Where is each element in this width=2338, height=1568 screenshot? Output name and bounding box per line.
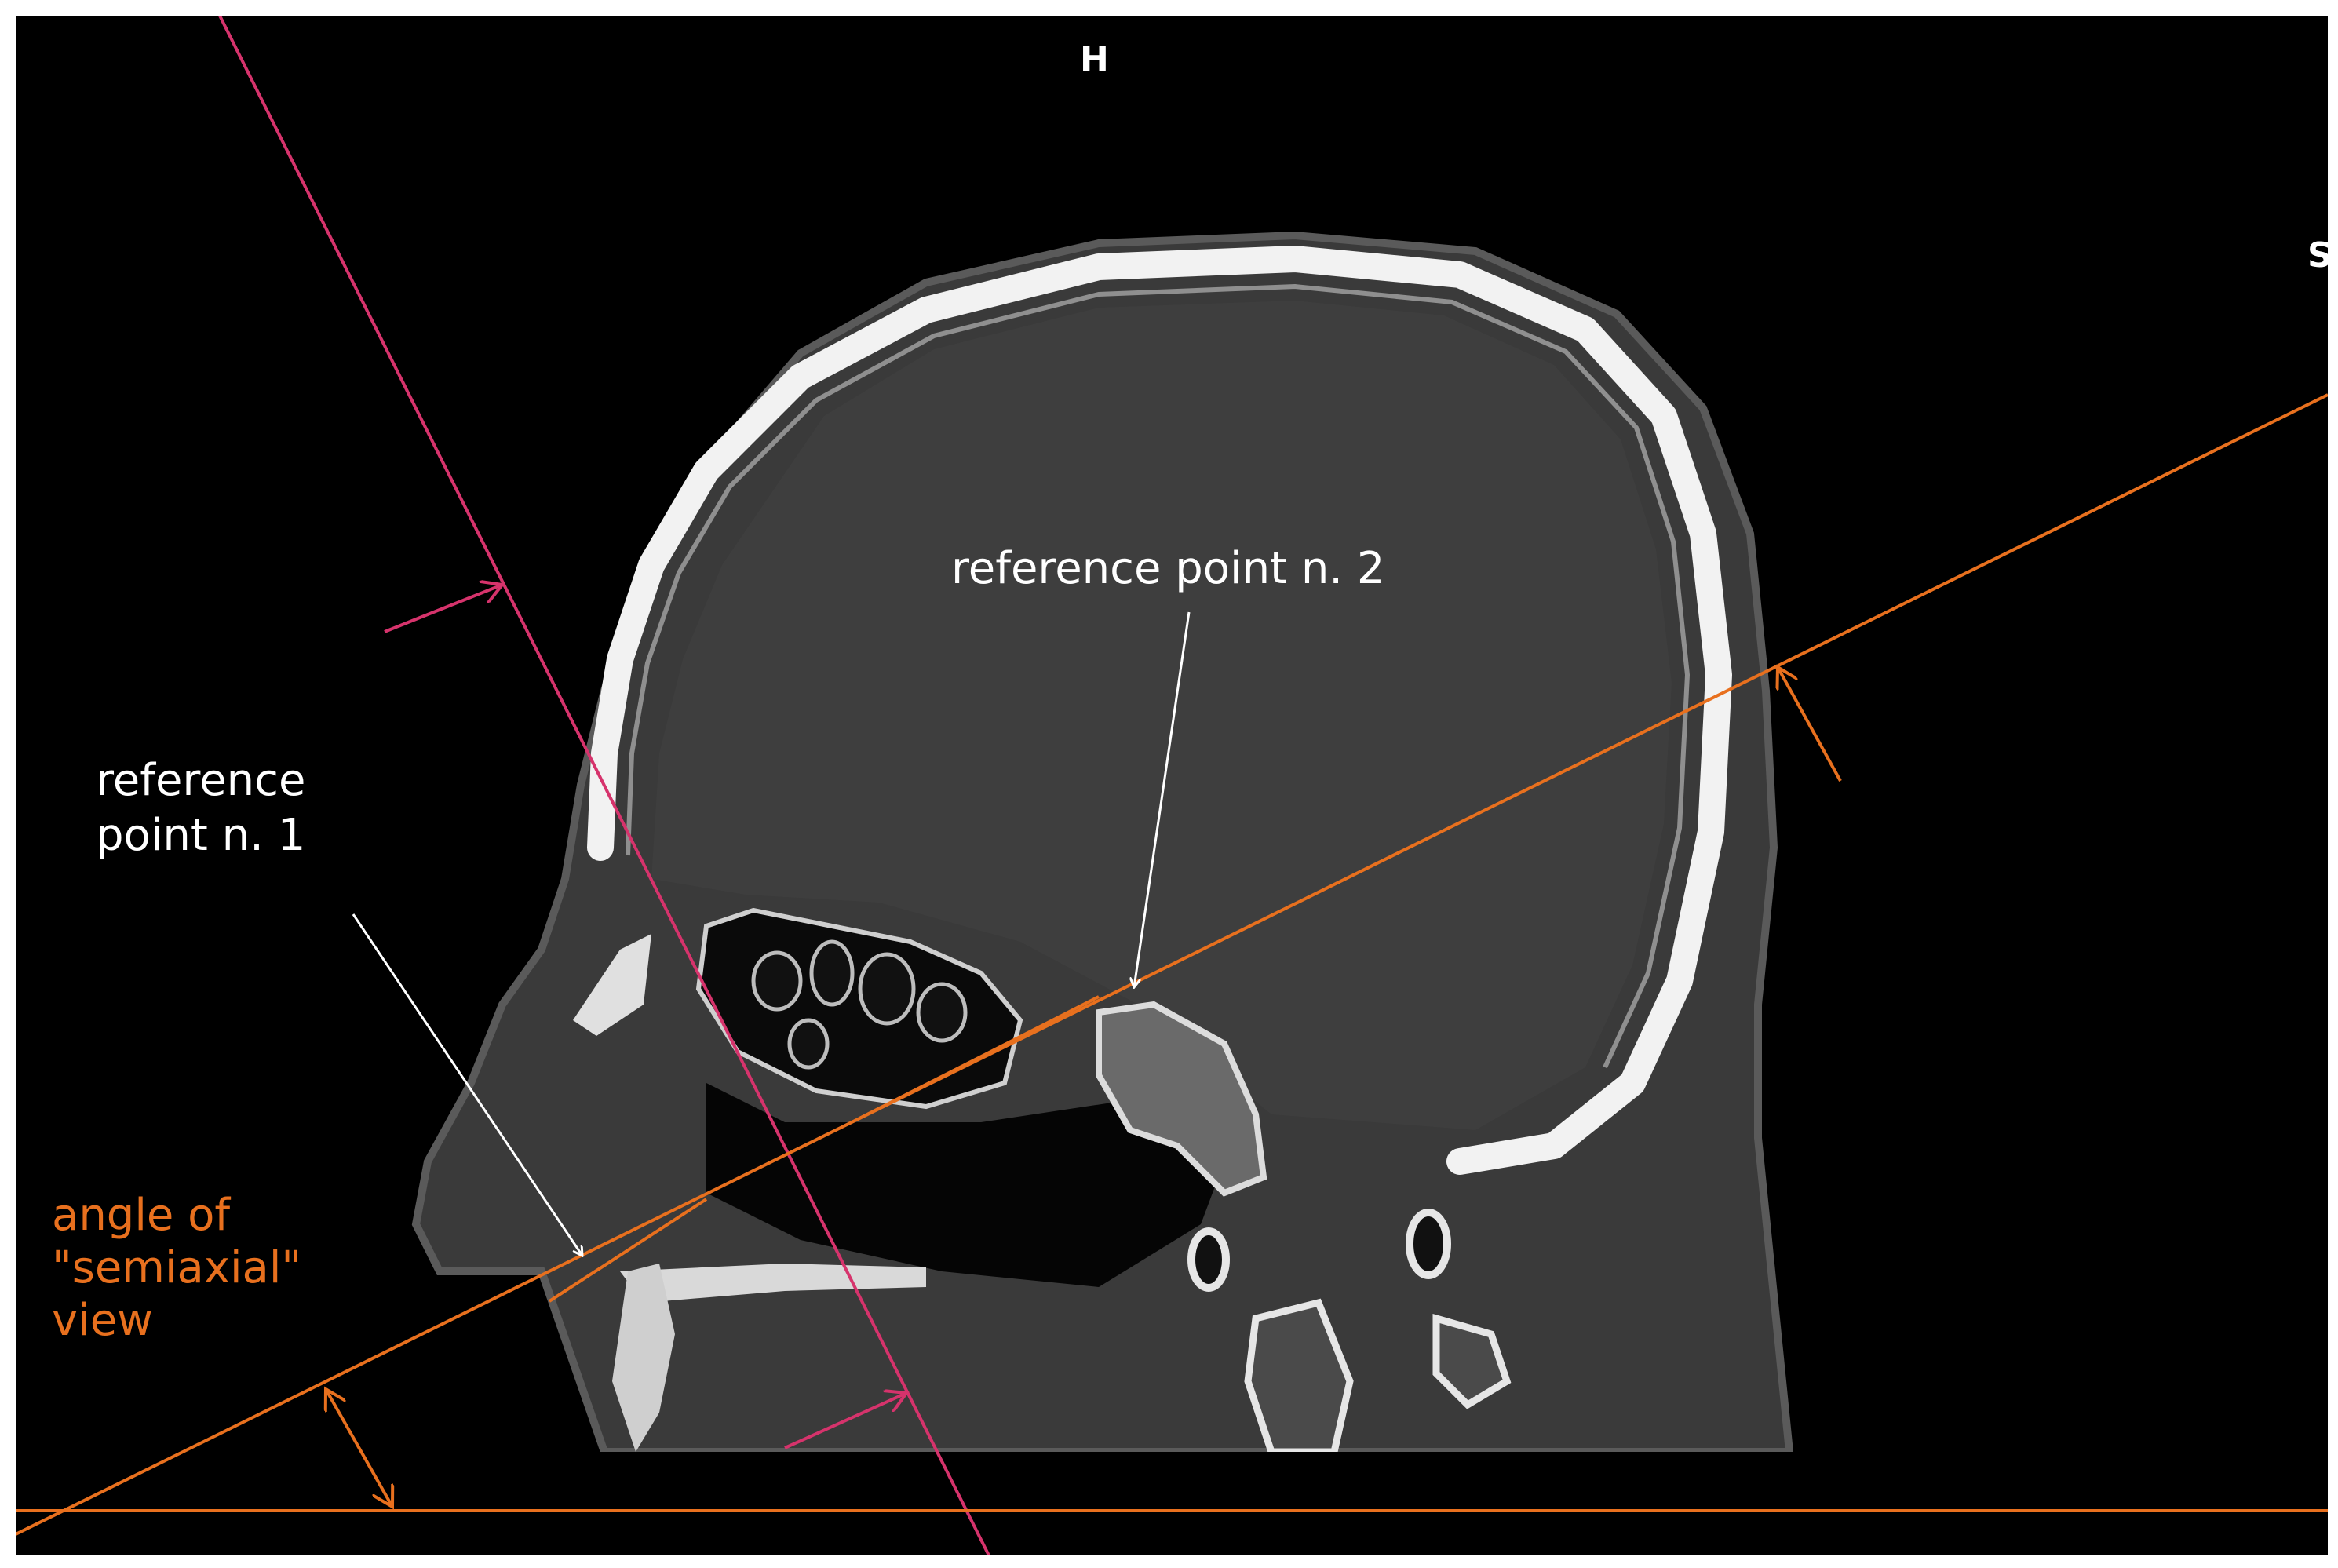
magenta-arrow-top <box>384 585 502 633</box>
skull-bone <box>587 246 1732 1175</box>
ref2-arrow <box>1134 611 1191 987</box>
orange-short-line <box>859 995 1100 1120</box>
brain <box>651 301 1672 1130</box>
orientation-right-label: S <box>2307 235 2328 275</box>
vertebra-2 <box>1406 1209 1451 1279</box>
angle-label: angle of "semiaxial" view <box>52 1190 302 1347</box>
orange-arrow-right <box>1778 667 1842 782</box>
vertebra-1 <box>1187 1227 1230 1292</box>
orientation-top-label: H <box>1080 39 1109 79</box>
magenta-reference-line <box>218 16 990 1555</box>
reference-point-2-label: reference point n. 2 <box>951 543 1385 594</box>
orange-semiaxial-line <box>16 393 2328 1536</box>
ref1-arrow <box>352 913 582 1256</box>
reference-point-1-label: reference point n. 1 <box>96 755 306 861</box>
magenta-arrow-bottom <box>784 1393 906 1449</box>
clivus <box>1096 1001 1267 1197</box>
orange-lower-segment <box>548 1198 708 1303</box>
angle-double-arrow <box>326 1389 392 1507</box>
